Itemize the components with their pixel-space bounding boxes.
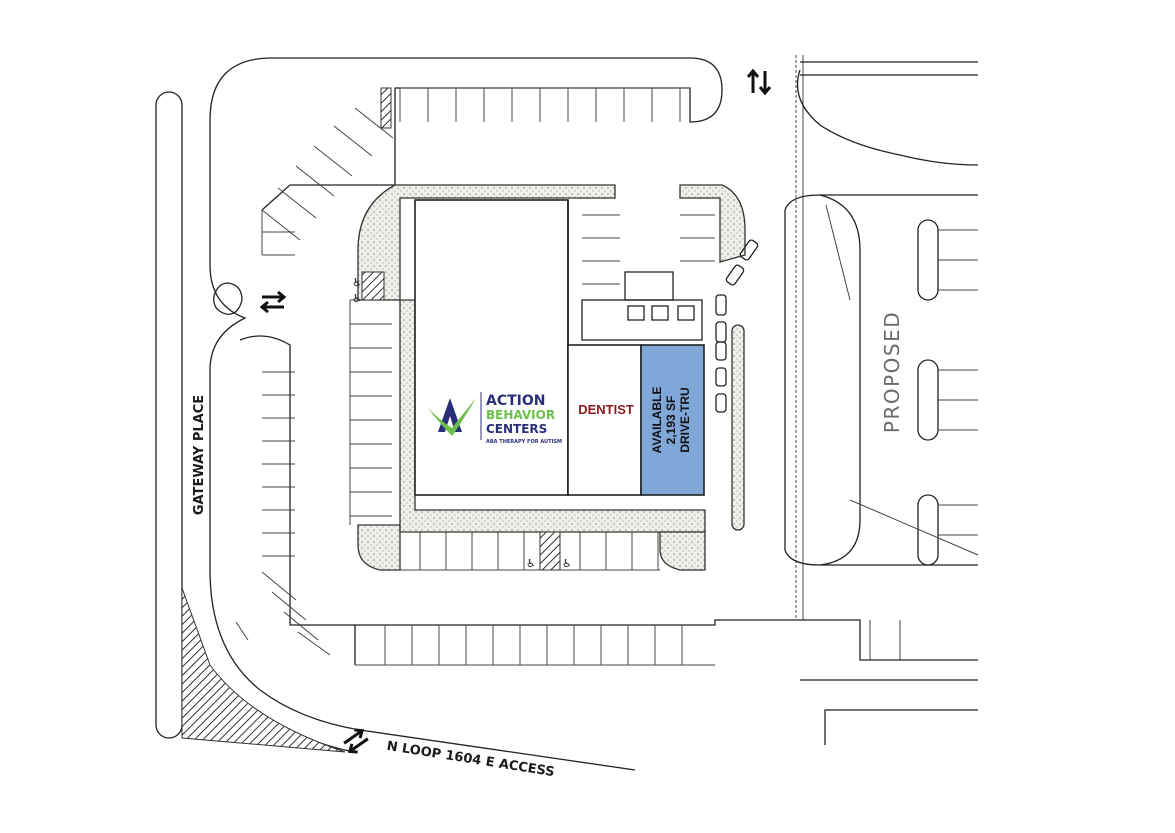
available-line2: 2,193 SF [664, 396, 678, 445]
gateway-place-label: GATEWAY PLACE [192, 395, 207, 515]
loop-1604-label: N LOOP 1604 E ACCESS [386, 739, 556, 780]
action-behavior-centers-logo: ACTION BEHAVIOR CENTERS ABA THERAPY FOR … [428, 392, 562, 445]
available-line3: DRIVE-TRU [678, 387, 692, 452]
available-line1: AVAILABLE [650, 387, 664, 454]
available-label: AVAILABLE 2,193 SF DRIVE-TRU [650, 387, 692, 454]
parking-row-south [355, 532, 715, 666]
anchor-name-line3: CENTERS [486, 422, 547, 436]
drive-thru-queue [715, 239, 759, 413]
wheelchair-icon: ♿ [562, 557, 572, 570]
anchor-tagline: ABA THERAPY FOR AUTISM [486, 439, 562, 445]
unit-available-drive-tru[interactable] [640, 344, 705, 496]
hatched-striping-area [181, 587, 346, 753]
accessible-stalls-west: ♿ ♿ [352, 271, 385, 305]
anchor-name-line2: BEHAVIOR [486, 408, 555, 422]
parking-column-west [262, 299, 392, 557]
wheelchair-icon: ♿ [352, 292, 362, 305]
proposed-label: PROPOSED [880, 311, 904, 433]
parking-angled-lower-left [235, 571, 331, 656]
proposed-site [784, 55, 979, 745]
parking-row-top [380, 87, 690, 129]
two-way-arrow-icon [343, 728, 369, 754]
accessible-stalls-south: ♿ ♿ [526, 531, 572, 571]
two-way-arrow-icon [746, 68, 772, 96]
dentist-label: DENTIST [578, 402, 634, 417]
gateway-place-road [155, 91, 183, 739]
parking-courtyard [581, 214, 715, 341]
unit-action-behavior-centers[interactable] [414, 199, 569, 496]
traffic-island [213, 282, 243, 315]
wheelchair-icon: ♿ [352, 276, 362, 289]
two-way-arrow-icon [259, 290, 287, 314]
anchor-name-line1: ACTION [486, 393, 546, 409]
unit-dentist[interactable] [567, 344, 642, 496]
wheelchair-icon: ♿ [526, 557, 536, 570]
parking-angled-upper-left [261, 107, 394, 256]
